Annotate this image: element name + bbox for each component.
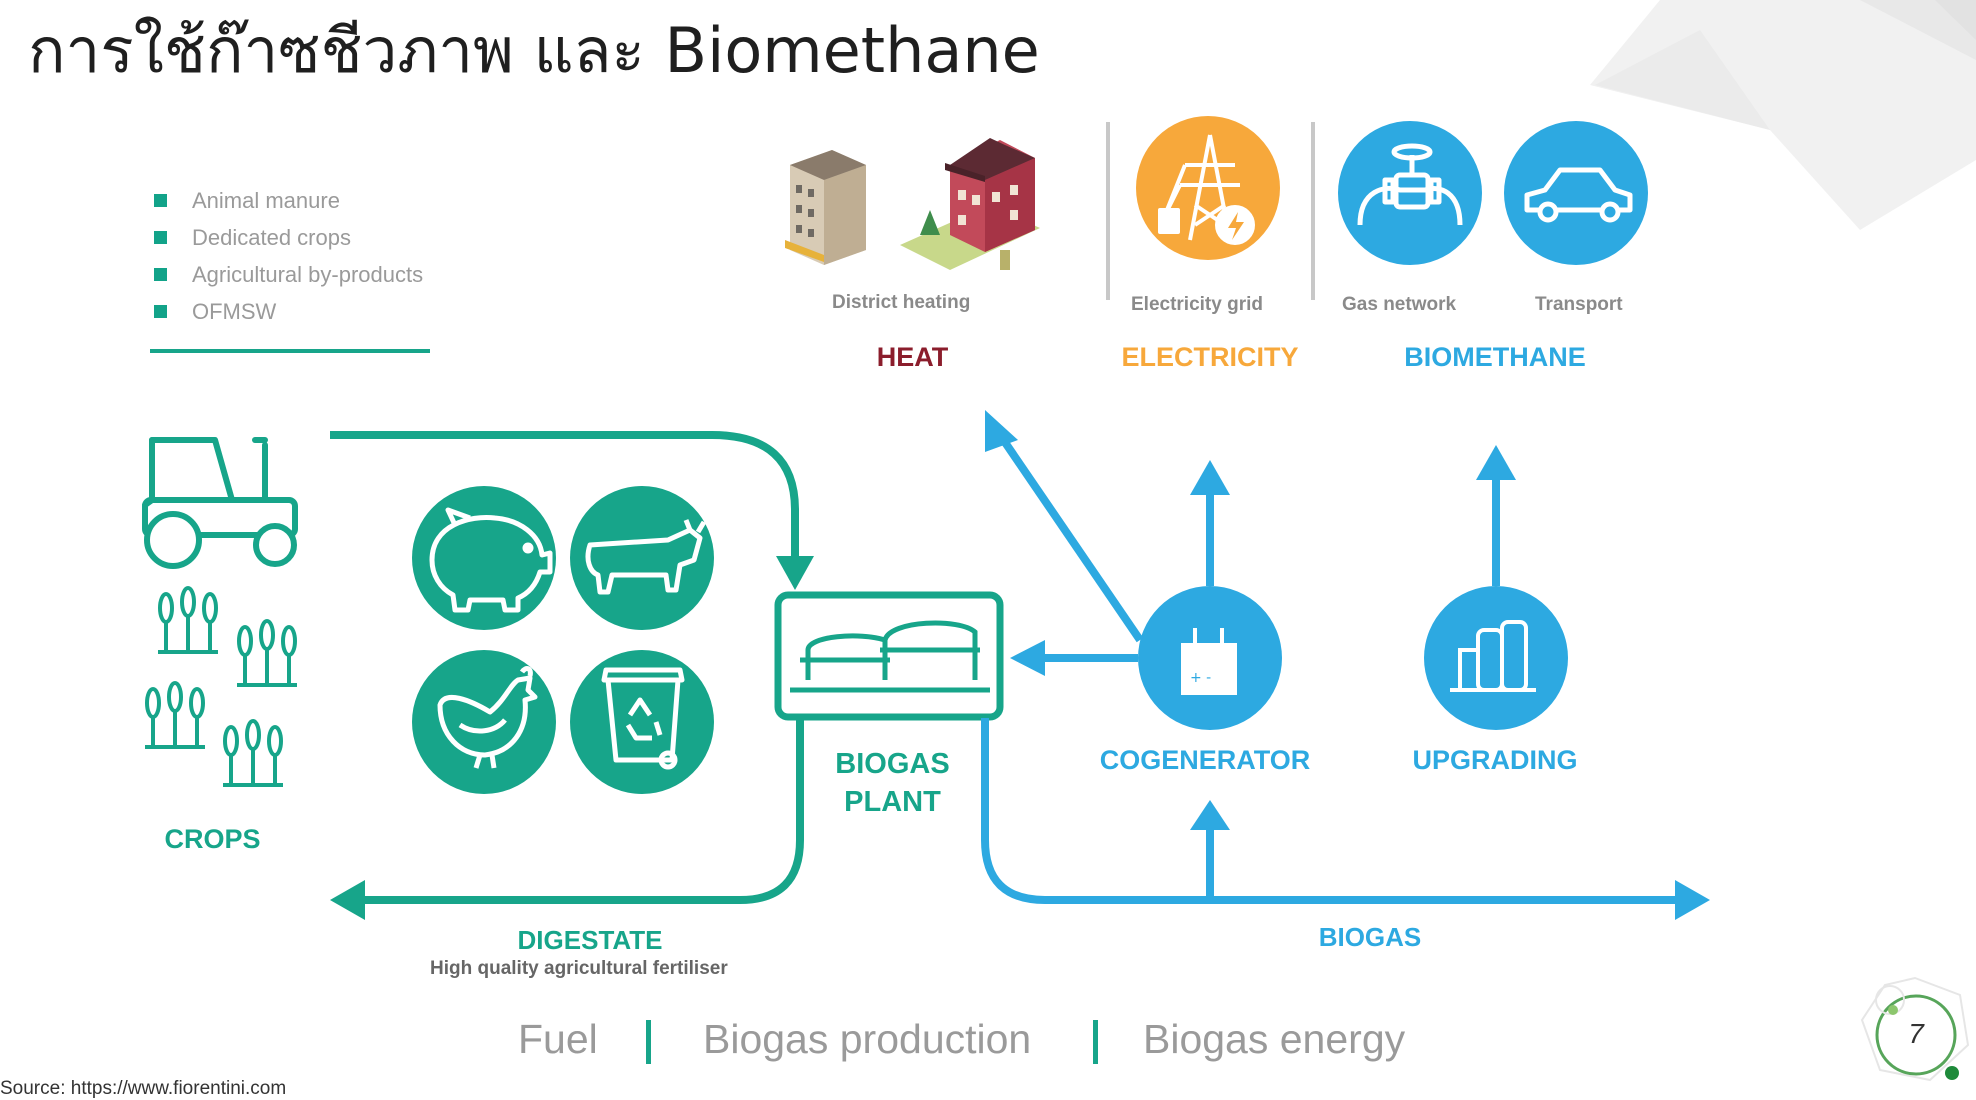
tractor-icon [142,437,298,569]
house-icon [900,138,1040,270]
biogas-arrowhead [1675,880,1710,920]
upgrading-label: UPGRADING [1412,745,1578,775]
list-item: Agricultural by-products [150,256,423,293]
electricity-grid-label: Electricity grid [1131,294,1263,315]
cow-icon [585,519,707,595]
list-item: Dedicated crops [150,219,423,256]
fuel-feed-arrowhead [776,556,814,590]
recycle-bin-icon [601,667,685,770]
heat-label: HEAT [876,342,949,372]
crop-sprout-icon [145,586,297,787]
biogas-plant-label-line1: BIOGAS [835,748,950,780]
upgrading-icon [1450,620,1536,692]
footer-fuel: Fuel [518,1016,598,1062]
cogenerator-to-electricity-arrowhead [1190,460,1230,495]
transport-label: Transport [1535,294,1623,315]
digestate-arrow [360,718,804,904]
upgrading-to-biomethane-arrowhead [1476,445,1516,480]
page-number-badge [1860,976,1970,1082]
car-icon [1524,167,1633,223]
list-item: Animal manure [150,182,423,219]
cogenerator-icon: + - [1181,628,1237,695]
biogas-plant-label: BIOGAS PLANT [800,745,985,821]
cogenerator-to-heat-arrow [996,432,1144,643]
chicken-circle [412,650,556,794]
electricity-label: ELECTRICITY [1121,342,1299,372]
page-title: การใช้ก๊าซชีวภาพ และ Biomethane [28,14,1040,87]
district-heating-label: District heating [832,292,971,313]
upgrading-circle [1424,586,1568,730]
chicken-icon [437,666,538,769]
digestate-label: DIGESTATE [517,925,663,955]
biogas-label: BIOGAS [1318,922,1422,952]
footer-separator [1093,1020,1098,1064]
page-number: 7 [1908,1018,1924,1049]
gas-network-circle [1338,121,1482,265]
biogas-arrow [981,718,1680,904]
pig-icon [429,507,553,613]
biogas-tank-icon [790,620,990,693]
biomethane-label: BIOMETHANE [1404,342,1586,372]
cogenerator-to-plant-arrowhead [1010,640,1045,676]
biogas-plant-box [774,591,1004,721]
cogenerator-to-heat-arrowhead [985,410,1018,452]
footer-biogas-energy: Biogas energy [1143,1016,1406,1062]
gas-network-label: Gas network [1342,294,1457,315]
footer-separator [646,1020,651,1064]
footer-biogas-production: Biogas production [703,1016,1032,1062]
transport-circle [1504,121,1648,265]
crops-label: CROPS [164,824,261,854]
biogas-to-cogenerator-arrowhead [1190,800,1230,830]
digestate-sublabel: High quality agricultural fertiliser [430,958,728,979]
power-pylon-icon [1158,134,1255,245]
biogas-plant-label-line2: PLANT [844,786,941,818]
feedstock-list: Animal manure Dedicated crops Agricultur… [150,182,423,330]
fuel-feed-arrow [330,431,799,560]
list-item: OFMSW [150,293,423,330]
building-icon [785,150,866,265]
gas-valve-icon [1357,143,1463,226]
cogenerator-label: COGENERATOR [1099,745,1311,775]
digestate-arrowhead [330,880,365,920]
svg-text:+ -: + - [1190,670,1211,686]
source-citation: Source: https://www.fiorentini.com [0,1078,287,1099]
